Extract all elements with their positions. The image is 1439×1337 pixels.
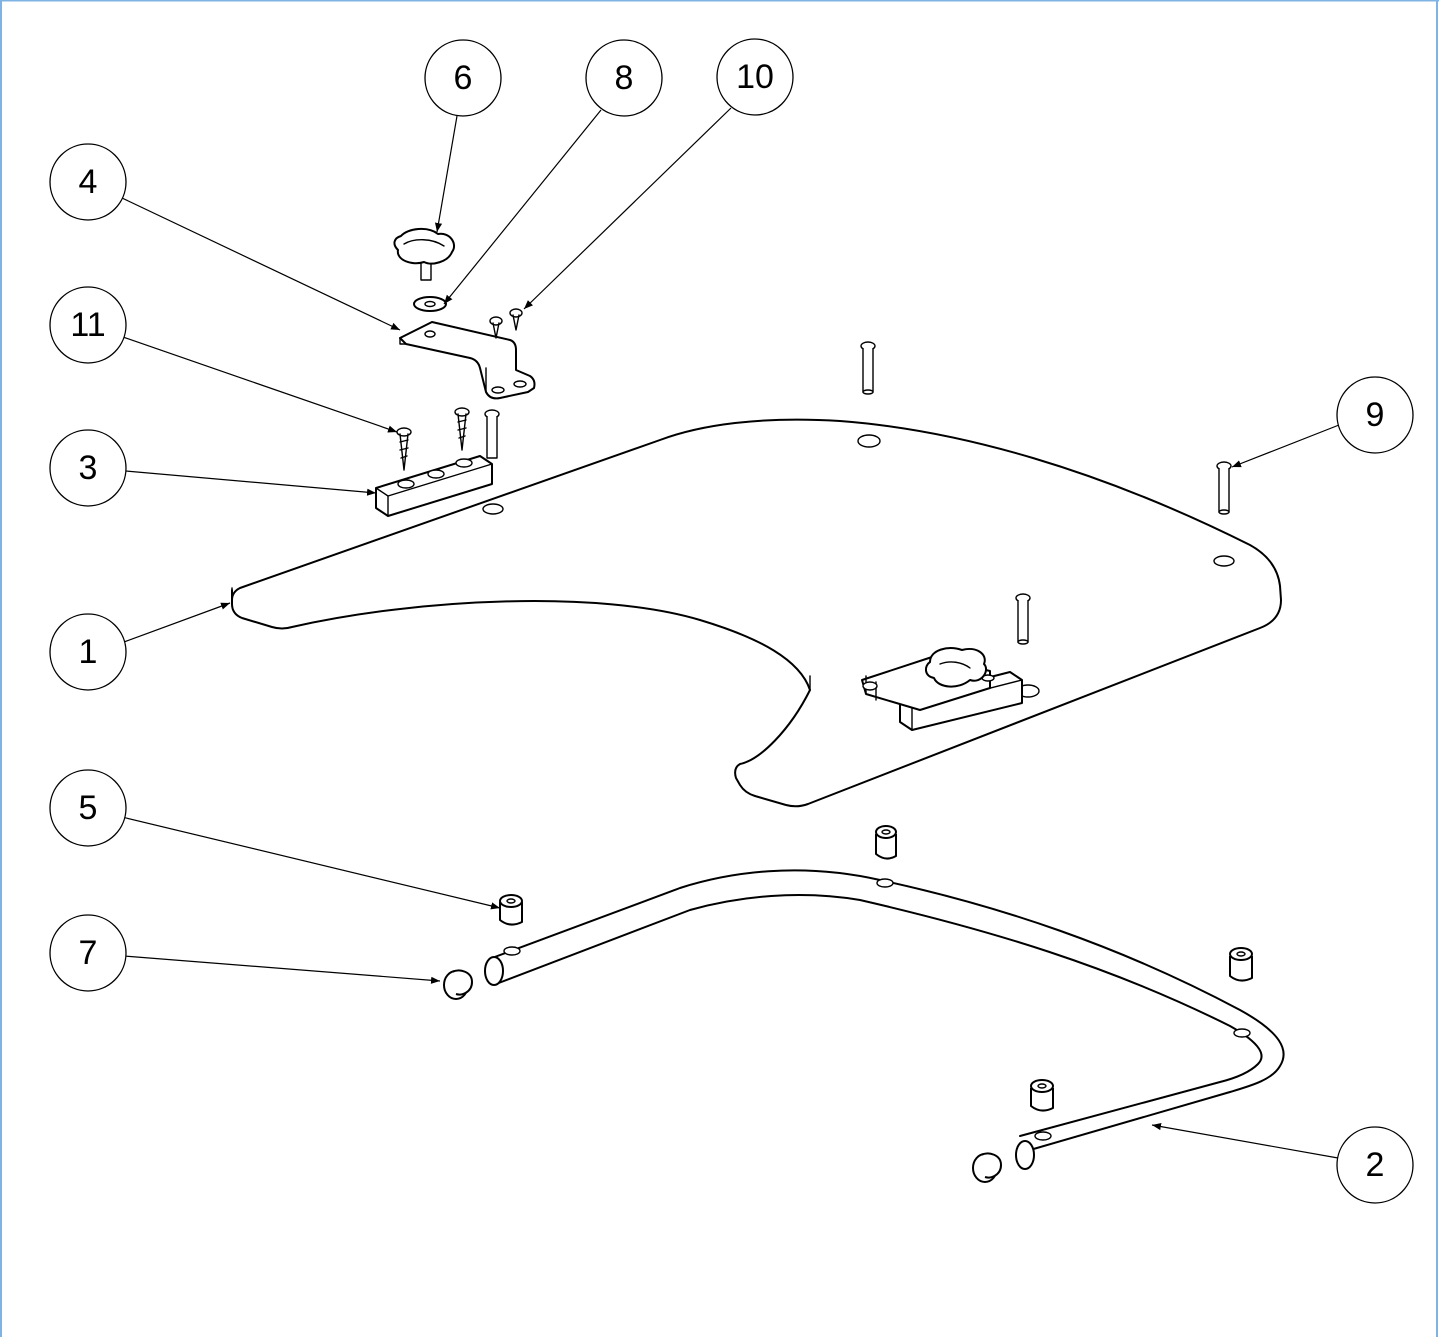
balloon-2: 2 — [1336, 1126, 1414, 1204]
screw-10b — [509, 308, 523, 331]
plate-hole — [857, 434, 881, 448]
plate-hole — [482, 503, 504, 515]
balloon-label: 6 — [454, 59, 473, 97]
balloon-10: 10 — [716, 38, 794, 116]
bolt-9-top — [860, 341, 876, 395]
plate-hole — [1213, 555, 1235, 567]
wood-screw-11a — [396, 427, 412, 471]
spacer-d — [1030, 1079, 1054, 1112]
balloon-9: 9 — [1336, 376, 1414, 454]
bolt-9-mid — [1015, 593, 1031, 645]
balloon-label: 10 — [736, 58, 774, 96]
knob-part — [393, 228, 456, 281]
spacer-b — [875, 825, 897, 860]
balloon-6: 6 — [424, 39, 502, 117]
mounted-clamp-assembly — [861, 647, 1023, 731]
tray-plate-part — [231, 418, 1282, 808]
end-cap-left — [443, 969, 473, 1000]
balloon-label: 4 — [79, 163, 98, 201]
balloon-4: 4 — [49, 143, 127, 221]
bolt-9-right — [1216, 461, 1232, 515]
balloon-label: 2 — [1366, 1146, 1385, 1184]
leader-lines — [119, 107, 1340, 1159]
balloon-label: 8 — [615, 59, 634, 97]
tray-plate-outline — [231, 418, 1282, 808]
mounting-block-part — [375, 455, 493, 517]
balloon-label: 9 — [1366, 396, 1385, 434]
balloon-11: 11 — [49, 286, 127, 364]
balloon-8: 8 — [585, 39, 663, 117]
spacer-a — [499, 894, 523, 926]
wood-screw-11b — [454, 407, 470, 451]
washer-part — [413, 296, 447, 312]
balloon-label: 7 — [79, 934, 98, 972]
balloon-label: 5 — [79, 789, 98, 827]
balloon-5: 5 — [49, 769, 127, 847]
balloon-label: 1 — [79, 633, 98, 671]
balloon-3: 3 — [49, 429, 127, 507]
block-pin — [484, 409, 500, 459]
balloon-label: 3 — [79, 449, 98, 487]
spacer-c — [1229, 947, 1253, 982]
balloon-7: 7 — [49, 914, 127, 992]
tube-frame-part — [484, 869, 1285, 1170]
balloon-1: 1 — [49, 613, 127, 691]
end-cap-right — [972, 1152, 1002, 1183]
bracket-part — [399, 321, 536, 400]
mounted-knob — [924, 647, 988, 688]
balloon-label: 11 — [70, 306, 105, 344]
screw-10a — [489, 316, 503, 339]
